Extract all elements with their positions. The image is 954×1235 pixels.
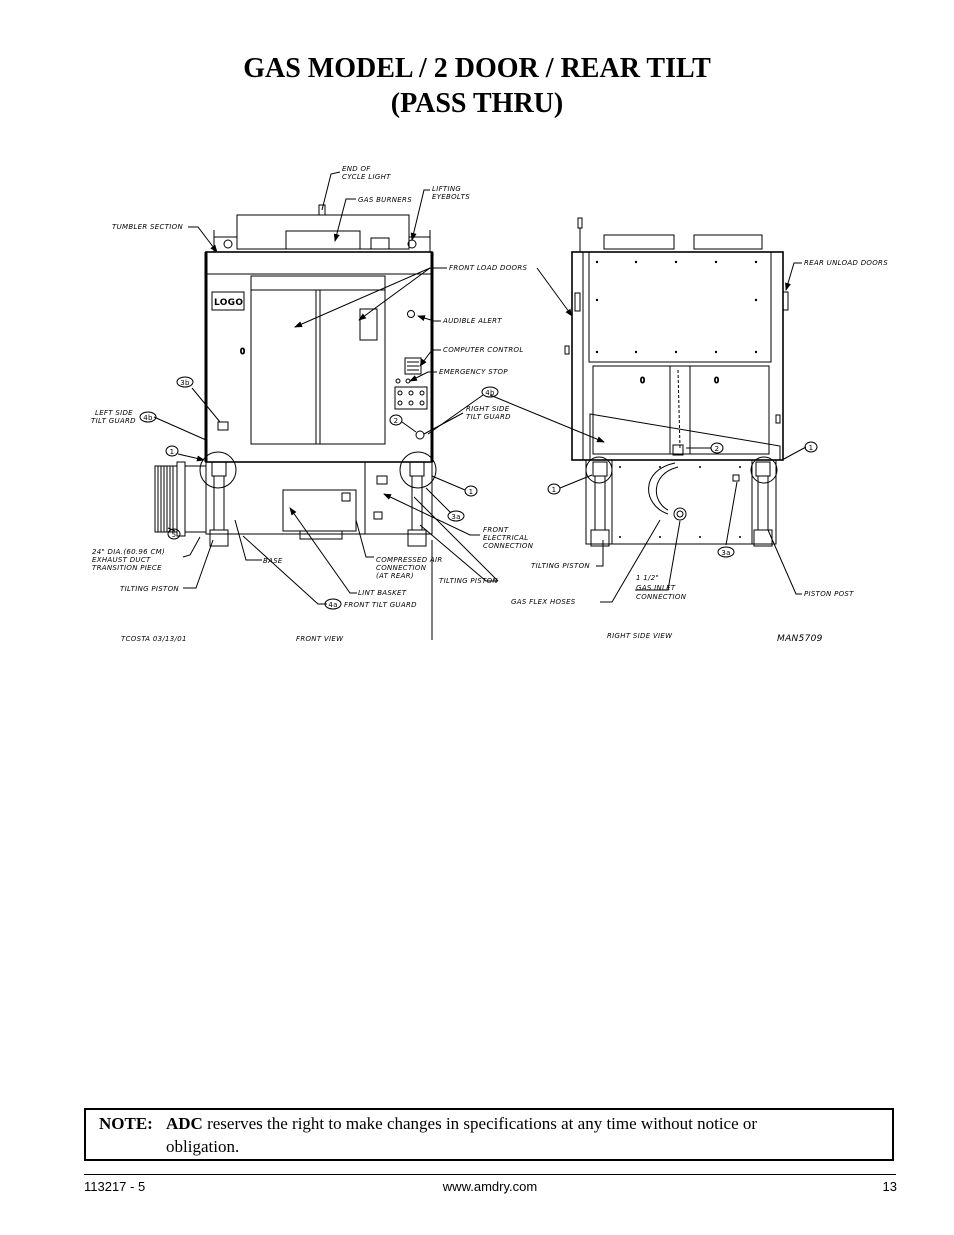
label-front-electrical-2: ELECTRICAL (483, 534, 528, 542)
label-drawing-number: MAN5709 (777, 634, 823, 644)
callout-3a-front: 3a (451, 513, 460, 521)
label-lifting-eyebolts-2: EYEBOLTS (432, 193, 470, 201)
callout-1-side-right: 1 (809, 444, 814, 452)
label-right-side-tilt-guard-1: RIGHT SIDE (466, 405, 510, 413)
note-label: NOTE: (99, 1114, 153, 1133)
logo-text: LOGO (214, 298, 243, 308)
note-brand: ADC (166, 1114, 203, 1133)
page-title-line1: GAS MODEL / 2 DOOR / REAR TILT (243, 53, 711, 84)
svg-text:0: 0 (640, 376, 645, 385)
callout-4b-left: 4b (143, 414, 153, 422)
footer-rule (84, 1174, 896, 1175)
label-gas-flex-hoses: GAS FLEX HOSES (511, 598, 576, 606)
label-front-electrical-1: FRONT (483, 526, 509, 534)
svg-text:0: 0 (714, 376, 719, 385)
label-piston-post: PISTON POST (804, 590, 854, 598)
label-audible-alert: AUDIBLE ALERT (442, 317, 502, 325)
label-exhaust-duct-2: EXHAUST DUCT (92, 556, 151, 564)
note-text-line2: obligation. (166, 1137, 240, 1156)
note-text: ADC reserves the right to make changes i… (166, 1112, 866, 1158)
svg-text:0: 0 (240, 347, 245, 356)
label-front-load-doors: FRONT LOAD DOORS (449, 264, 528, 272)
label-exhaust-duct-3: TRANSITION PIECE (92, 564, 162, 572)
label-gas-inlet-1: 1 1/2" (636, 574, 659, 582)
label-compressed-air-2: CONNECTION (376, 564, 427, 572)
label-front-electrical-3: CONNECTION (483, 542, 534, 550)
label-compressed-air-1: COMPRESSED AIR (376, 556, 443, 564)
label-left-side-tilt-guard-2: TILT GUARD (91, 417, 136, 425)
label-gas-burners: GAS BURNERS (358, 196, 412, 204)
label-front-view: FRONT VIEW (296, 635, 344, 643)
front-view-leaders (153, 171, 499, 640)
label-end-of-cycle-light-2: CYCLE LIGHT (342, 173, 391, 181)
label-tumbler-section: TUMBLER SECTION (112, 223, 183, 231)
front-view-machine: 0 (154, 204, 437, 547)
page-title-line2: (PASS THRU) (390, 88, 564, 119)
footer-doc-number: 113217 - 5 (84, 1179, 146, 1194)
footer-website: www.amdry.com (442, 1179, 538, 1194)
callout-2-front: 2 (394, 417, 399, 425)
footer-page-number: 13 (882, 1179, 897, 1194)
label-right-side-view: RIGHT SIDE VIEW (607, 632, 673, 640)
callout-1-left: 1 (170, 448, 175, 456)
right-side-view-leaders (489, 262, 807, 603)
label-front-tilt-guard: FRONT TILT GUARD (344, 601, 417, 609)
callout-1-front: 1 (469, 488, 474, 496)
label-lint-basket: LINT BASKET (358, 589, 407, 597)
label-exhaust-duct-1: 24" DIA.(60.96 CM) (92, 548, 165, 556)
label-tilting-piston-center: TILTING PISTON (439, 577, 498, 585)
note-box: NOTE: ADC reserves the right to make cha… (84, 1108, 894, 1161)
callout-5: 5 (172, 531, 177, 539)
callout-bubbles (139, 376, 818, 610)
label-emergency-stop: EMERGENCY STOP (439, 368, 508, 376)
label-gas-inlet-2: GAS INLET (636, 584, 676, 592)
label-left-side-tilt-guard-1: LEFT SIDE (95, 409, 133, 417)
callout-3b: 3b (180, 379, 190, 387)
label-right-side-tilt-guard-2: TILT GUARD (466, 413, 511, 421)
callout-1-side-left: 1 (552, 486, 557, 494)
label-base: BASE (263, 557, 283, 565)
callout-4a: 4a (328, 601, 337, 609)
callout-4b-right: 4b (485, 389, 495, 397)
callout-2-side: 2 (715, 445, 720, 453)
label-compressed-air-3: (AT REAR) (376, 572, 414, 580)
note-text-line1: reserves the right to make changes in sp… (207, 1114, 758, 1133)
label-author-date: TCOSTA 03/13/01 (121, 635, 187, 643)
drawing-labels: LOGO END OF CYCLE LIGHT GAS BURNERS LIFT… (91, 165, 888, 644)
label-tilting-piston-side: TILTING PISTON (531, 562, 590, 570)
label-lifting-eyebolts-1: LIFTING (432, 185, 461, 193)
callout-3a-side: 3a (721, 549, 730, 557)
label-rear-unload-doors: REAR UNLOAD DOORS (804, 259, 888, 267)
label-gas-inlet-3: CONNECTION (636, 593, 687, 601)
right-side-view-machine: 0 0 (564, 217, 789, 547)
label-end-of-cycle-light-1: END OF (342, 165, 371, 173)
technical-drawing: 0 (91, 165, 888, 644)
label-computer-control: COMPUTER CONTROL (443, 346, 524, 354)
label-tilting-piston-left: TILTING PISTON (120, 585, 179, 593)
